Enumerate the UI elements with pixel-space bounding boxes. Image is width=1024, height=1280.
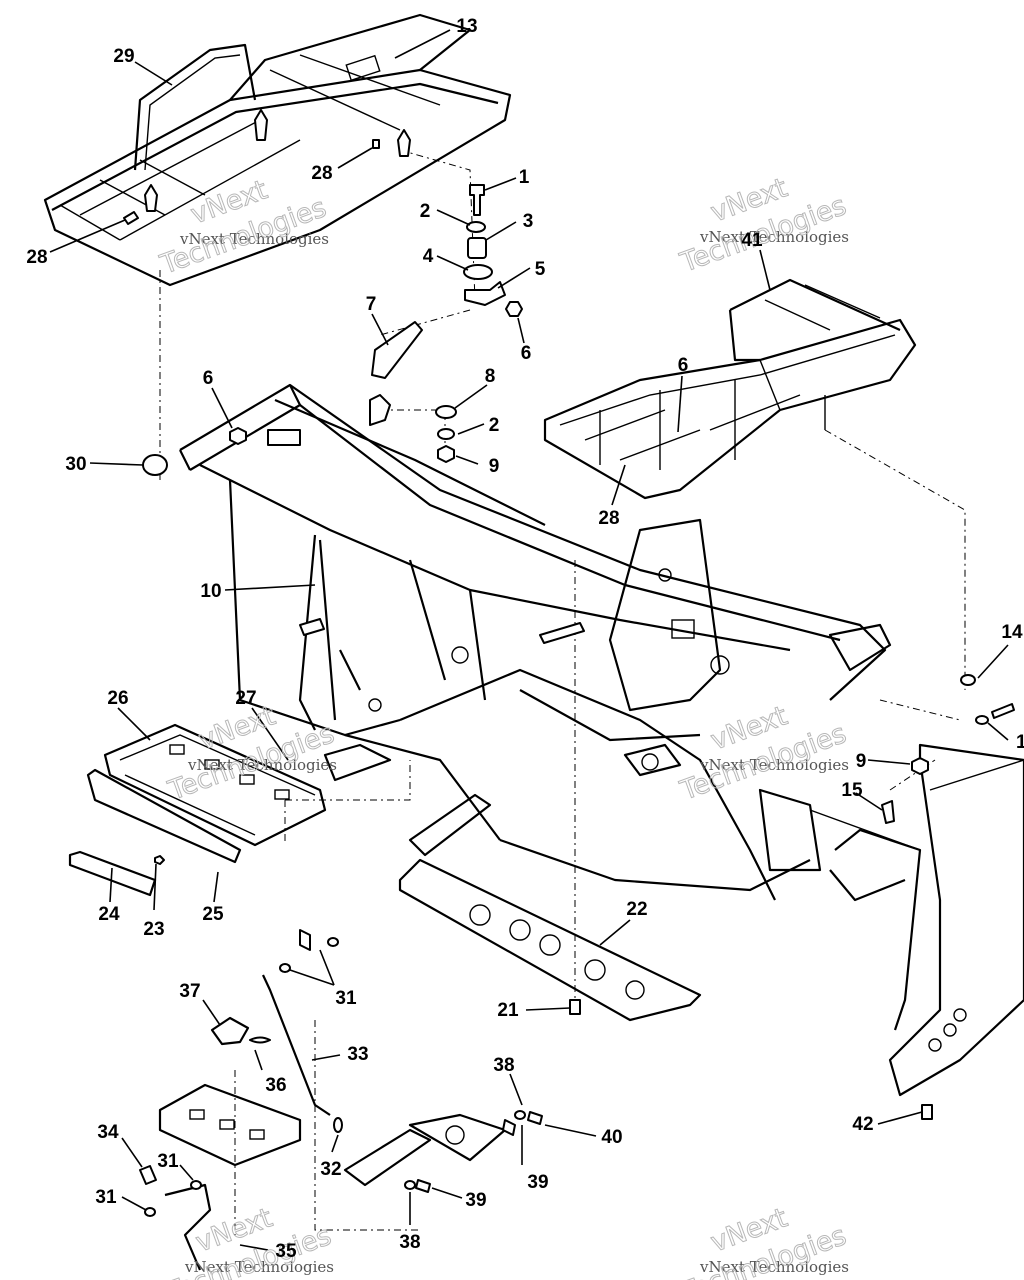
callout-labels: 29 13 28 28 1 2 3 4 5 6 7 41 6 8 2 9 6 3… [26, 16, 1024, 1262]
callout-label: 21 [497, 1000, 519, 1021]
callout-label: 13 [456, 16, 477, 37]
callout-label: 9 [489, 456, 500, 477]
callout-label: 6 [521, 343, 532, 364]
callout-label: 31 [95, 1187, 117, 1208]
footrest-assembly [68, 723, 492, 897]
rear-bumper-guard [809, 743, 1024, 1097]
callout-label: 38 [493, 1055, 514, 1076]
callout-label: 1 [519, 167, 530, 188]
callout-label: 40 [601, 1127, 622, 1148]
watermark-line-1: vNext Technologies [699, 228, 849, 246]
callout-label: 29 [113, 46, 134, 67]
callout-label: 2 [489, 415, 500, 436]
callout-label: 2 [420, 201, 431, 222]
watermark-line-1: vNext Technologies [699, 1258, 849, 1276]
callout-label: 31 [157, 1151, 179, 1172]
hardware-parts [123, 139, 1015, 1217]
callout-label: 32 [320, 1159, 341, 1180]
watermark: vNext Technologies vNext Technologies [163, 700, 339, 807]
callout-label: 10 [200, 581, 221, 602]
callout-label: 27 [235, 688, 256, 709]
callout-label: 31 [335, 988, 357, 1009]
callout-label: 3 [523, 211, 534, 232]
callout-label: 41 [741, 230, 763, 251]
watermark-line-1: vNext Technologies [699, 756, 849, 774]
callout-label: 42 [852, 1114, 873, 1135]
callout-label: 6 [678, 355, 689, 376]
rear-rack [543, 278, 917, 500]
callout-label: 25 [202, 904, 224, 925]
callout-label: 14 [1001, 622, 1023, 643]
leader-lines [49, 29, 1009, 1251]
callout-label: 7 [366, 294, 377, 315]
callout-label: 17 [1016, 732, 1024, 753]
callout-label: 15 [841, 780, 863, 801]
callout-label: 28 [598, 508, 619, 529]
callout-label: 5 [535, 259, 546, 280]
callout-label: 33 [347, 1044, 368, 1065]
callout-label: 36 [265, 1075, 286, 1096]
callout-label: 6 [203, 368, 214, 389]
callout-label: 35 [275, 1241, 297, 1262]
callout-label: 23 [143, 919, 164, 940]
watermark-line-1: vNext Technologies [187, 756, 337, 774]
callout-label: 37 [179, 981, 200, 1002]
skid-plate [398, 858, 702, 1022]
callout-label: 39 [527, 1172, 548, 1193]
watermark-line-1: vNext Technologies [184, 1258, 334, 1276]
callout-label: 26 [107, 688, 128, 709]
front-rack [43, 13, 512, 287]
watermark-line-1: vNext Technologies [179, 230, 329, 248]
callout-label: 34 [97, 1122, 119, 1143]
callout-label: 9 [856, 751, 867, 772]
callout-label: 30 [65, 454, 86, 475]
brake-pedal-assembly [158, 929, 516, 1271]
main-frame [179, 383, 892, 901]
callout-label: 28 [26, 247, 47, 268]
callout-label: 8 [485, 366, 496, 387]
callout-label: 28 [311, 163, 332, 184]
callout-label: 38 [399, 1232, 420, 1253]
callout-label: 39 [465, 1190, 486, 1211]
watermark: vNext Technologies vNext Technologies [155, 174, 331, 281]
callout-label: 4 [423, 246, 434, 267]
watermark: vNext Technologies vNext Technologies [675, 1202, 851, 1280]
callout-label: 22 [626, 899, 647, 920]
callout-label: 24 [98, 904, 120, 925]
